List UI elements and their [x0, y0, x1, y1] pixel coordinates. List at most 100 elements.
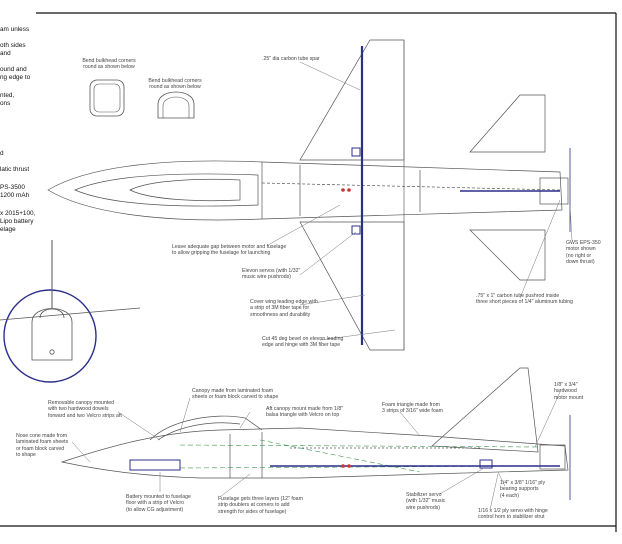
servo-top-right [351, 225, 361, 235]
left-note-2: oth sides and [0, 42, 26, 58]
callout-line: a strip of 3M fiber tape for [250, 305, 310, 312]
callout-line: floor with a strip of Velcro [126, 500, 184, 507]
callout-line: with two hardwood dowels [48, 406, 109, 413]
centerline [261, 182, 561, 191]
bulkhead-sketch-rear [89, 79, 125, 117]
callout-line: edge and hinge with 3M fiber tape [262, 342, 341, 349]
left-note-line: am unless [0, 26, 30, 33]
callout-line: smoothness and durability [250, 311, 311, 318]
left-note-line: Lipo battery [0, 218, 34, 225]
callout-line: Removable canopy mounted [48, 400, 115, 406]
callout-line: sheets or foam block carved to shape [192, 394, 279, 401]
callout-line: bearing supports [500, 486, 539, 493]
left-note-line: oth sides [0, 42, 26, 49]
fuselage-top [47, 160, 563, 221]
callout-line: Bend bulkhead corners [148, 78, 202, 84]
callout-line: hardwood [554, 388, 577, 395]
cg-mark-2 [347, 188, 351, 192]
left-note-line: x 2015+100, [0, 210, 36, 217]
callout-line: control horn to stabilizer strut [478, 514, 545, 521]
left-note-6: latic thrust [0, 166, 29, 174]
callout-line: Aft canopy mount made from 1/8" [266, 406, 344, 412]
callout-line: strength for sides of fuselage) [218, 508, 287, 515]
left-note-line: ons [0, 100, 11, 107]
left-note-3: ound and ng edge to [0, 66, 30, 82]
bulkhead-sketch-rear-inner [93, 83, 121, 113]
left-note-line: nted, [0, 92, 15, 99]
left-note-8: x 2015+100, Lipo battery elage [0, 210, 35, 234]
callout-line: Elevon servos (with 1/32" [242, 268, 301, 274]
callout-line: to shape [16, 452, 36, 459]
callout-line: 1/8" x 3/4" [554, 382, 578, 388]
callout-bulkhead-rear: Bend bulkhead corners round as shown bel… [72, 58, 146, 71]
cg-mark-side-2 [347, 464, 351, 468]
callout-pivot: 1/16 x 1/2 ply servo with hinge control … [478, 508, 582, 521]
callout-foam-triangle: Foam triangle made from 3 strips of 3/16… [382, 402, 458, 415]
callout-elevon-servo: Elevon servos (with 1/32" music wire pus… [242, 268, 322, 281]
left-note-7: PS-3500 1200 mAh [0, 184, 29, 200]
canopy-inner [157, 422, 241, 441]
left-note-line: 1200 mAh [0, 192, 30, 199]
callout-line: (4 each) [500, 492, 520, 499]
callout-line: (no right or [566, 252, 592, 259]
callout-line: forward and two Velcro strips aft [48, 412, 122, 419]
foam-doublers [179, 439, 541, 473]
callout-tape: Cover wing leading edge with a strip of … [250, 299, 340, 318]
callout-bearing: 1/4" x 3/8" 1/16" ply bearing supports (… [500, 480, 574, 499]
left-note-4: nted, ons [0, 92, 14, 108]
callout-line: wire pushrods) [406, 504, 441, 511]
left-note-line: elage [0, 226, 16, 233]
side-view [60, 367, 569, 479]
callout-line: music wire pushrods) [242, 274, 292, 281]
callout-battery: Battery mounted to fuselage floor with a… [126, 494, 212, 513]
callout-line: (to allow CG adjustment) [126, 506, 184, 513]
left-note-line: ng edge to [0, 74, 31, 81]
stab-top [469, 94, 546, 153]
callout-line: 3 strips of 3/16" wide foam [382, 408, 443, 415]
front-view [0, 240, 141, 383]
callout-line: Bend bulkhead corners [82, 58, 136, 64]
vertical-fin [431, 367, 539, 453]
callout-gap: Leave adequate gap between motor and fus… [172, 244, 302, 257]
callout-line: to allow gripping the fuselage for launc… [172, 250, 271, 257]
callout-aft-canopy: Aft canopy mount made from 1/8" balsa tr… [266, 406, 368, 419]
callout-line: or foam block carved [16, 445, 65, 452]
motor-front [49, 349, 55, 355]
callout-line: motor mount [554, 394, 584, 401]
callout-stabilizer: Stabilizer servo (with 1/32" music wire … [406, 492, 462, 511]
callout-line: balsa triangle with Velcro on top [266, 412, 340, 419]
callout-spar: .25" dia carbon tube spar [262, 56, 342, 62]
left-note-line: PS-3500 [0, 184, 25, 191]
left-note-5: d [0, 150, 4, 158]
servo-top-left [351, 147, 361, 157]
callout-line: round as shown below [83, 64, 135, 71]
canopy-outline [129, 178, 241, 202]
cg-mark-1 [341, 188, 345, 192]
cockpit-outline [74, 173, 259, 207]
fuselage-front [31, 308, 73, 361]
left-note-line: d [0, 150, 4, 157]
front-view-circle [3, 289, 97, 383]
callout-doublers: Fuselage gets three layers (12" foam str… [218, 496, 328, 515]
callout-line: three short pieces of 1/4" aluminum tubi… [476, 299, 573, 306]
callout-line: Stabilizer servo [406, 492, 442, 498]
stab-servo-side [479, 459, 493, 469]
callout-line: 1/4" x 3/8" 1/16" ply [500, 480, 546, 486]
left-note-line: and [0, 50, 11, 57]
callout-line: Leave adequate gap between motor and fus… [172, 244, 287, 250]
callout-line: motor shown [566, 246, 596, 253]
callout-line: (with 1/32" music [406, 498, 446, 505]
callout-line: Battery mounted to fuselage [126, 494, 191, 500]
wing-front-right [0, 307, 141, 321]
callout-dowel: 1/8" x 3/4" hardwood motor mount [554, 382, 598, 401]
cg-mark-side-1 [341, 464, 345, 468]
callout-line: Cut 45 deg bevel on elevon leading [262, 336, 344, 342]
callout-line: GWS EPS-350 [566, 240, 601, 246]
bulkhead-sketch-front-inner [162, 96, 190, 118]
callout-line: down thrust) [566, 259, 595, 266]
bulkhead-sketch-front [157, 91, 195, 119]
callout-line: round as shown below [149, 84, 201, 91]
callout-line: Canopy made from laminated foam [192, 388, 274, 394]
